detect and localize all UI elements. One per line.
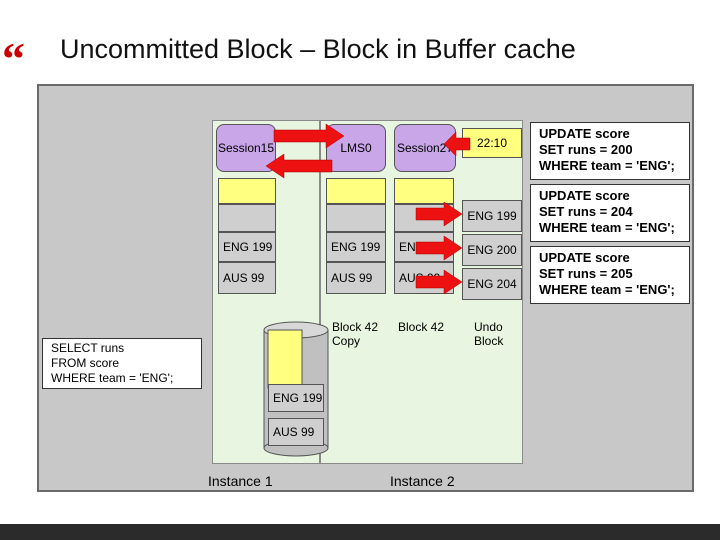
lms0-node: LMS0 [326, 124, 386, 172]
buffer-row: AUS 99 [394, 262, 454, 294]
buffer-block [326, 204, 386, 232]
timestamp-block: 22:10 [462, 128, 522, 158]
buffer-header [394, 178, 454, 204]
footer-bar [0, 524, 720, 540]
buffer-row: AUS 99 [218, 262, 276, 294]
buffer-header [218, 178, 276, 204]
undo-row: ENG 200 [462, 234, 522, 266]
update-statement: UPDATE score SET runs = 200 WHERE team =… [530, 122, 690, 180]
buffer-row: AUS 99 [326, 262, 386, 294]
update-statement: UPDATE score SET runs = 205 WHERE team =… [530, 246, 690, 304]
buffer-block [218, 204, 276, 232]
slide-title: Uncommitted Block – Block in Buffer cach… [60, 34, 576, 64]
buffer-row: ENG 206 [394, 232, 454, 262]
block-label: Block 42 Copy [332, 320, 379, 348]
undo-label: Undo Block [474, 320, 504, 348]
session27-node: Session27 [394, 124, 456, 172]
block-label: Block 42 [398, 320, 445, 334]
undo-row: ENG 199 [462, 200, 522, 232]
buffer-block [394, 204, 454, 232]
buffer-row: ENG 199 [326, 232, 386, 262]
quote-mark-icon: “ [2, 33, 25, 84]
instance2-label: Instance 2 [390, 473, 455, 489]
buffer-header [326, 178, 386, 204]
select-query-box: SELECT runs FROM score WHERE team = 'ENG… [42, 338, 202, 389]
buffer-row: ENG 199 [218, 232, 276, 262]
undo-row: ENG 204 [462, 268, 522, 300]
update-statement: UPDATE score SET runs = 204 WHERE team =… [530, 184, 690, 242]
disk-row: ENG 199 [268, 384, 324, 412]
disk-row: AUS 99 [268, 418, 324, 446]
session15-node: Session15 [216, 124, 276, 172]
instance1-label: Instance 1 [208, 473, 273, 489]
